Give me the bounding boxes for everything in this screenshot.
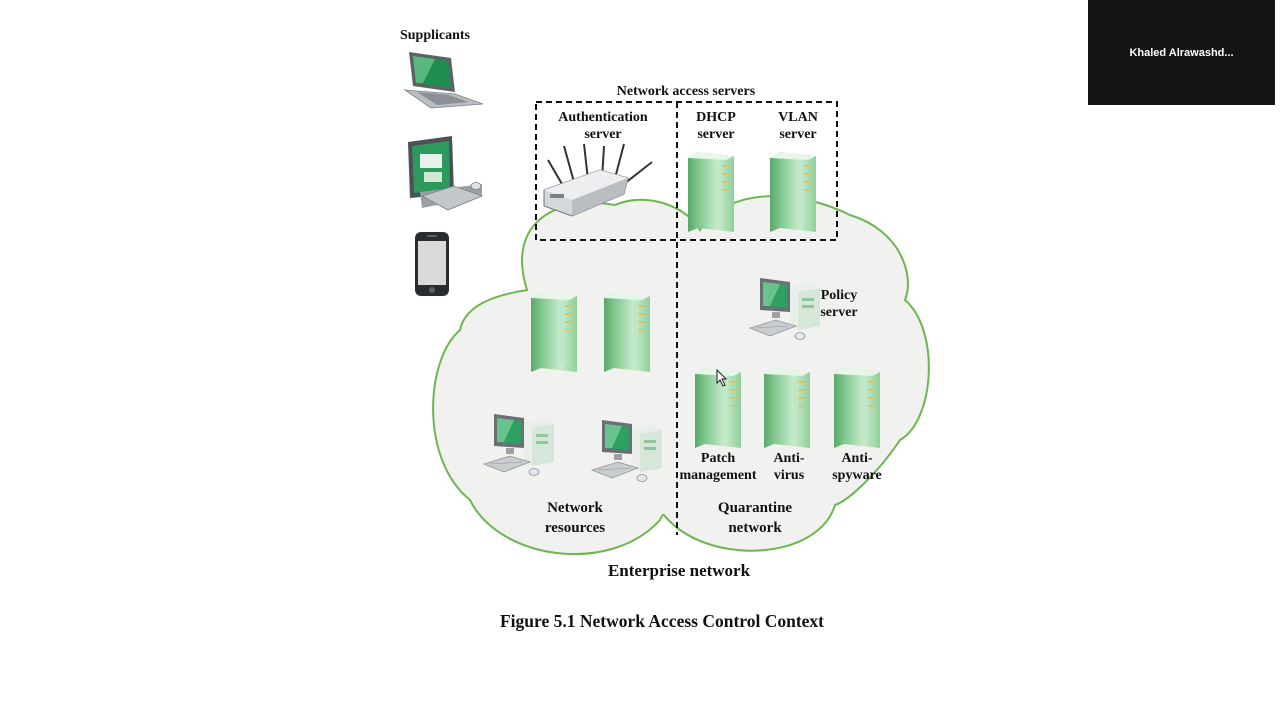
anti-virus-label: Anti- virus xyxy=(773,451,805,483)
server-tower-icon xyxy=(769,151,817,233)
server-tower-icon xyxy=(603,291,651,373)
wireless-router-icon xyxy=(543,143,653,217)
server-tower-icon xyxy=(833,367,881,449)
smartphone-icon xyxy=(415,232,449,296)
quarantine-network-label: Quarantine network xyxy=(717,500,793,536)
participant-name: Khaled Alrawashd... xyxy=(1129,46,1234,59)
dhcp-server-label: DHCP server xyxy=(696,110,736,142)
network-resources-label: Network resources xyxy=(544,500,606,536)
supplicants-label: Supplicants xyxy=(399,28,471,43)
anti-spyware-label: Anti- spyware xyxy=(832,451,882,483)
server-tower-icon xyxy=(763,367,811,449)
authentication-server-label: Authentication server xyxy=(558,110,648,142)
participant-video-tile[interactable]: Khaled Alrawashd... xyxy=(1088,0,1275,105)
policy-server-label: Policy server xyxy=(820,288,858,320)
network-access-servers-box xyxy=(535,101,838,241)
server-tower-icon xyxy=(530,291,578,373)
mouse-cursor-icon xyxy=(716,369,728,387)
patch-management-label: Patch management xyxy=(679,451,757,483)
server-tower-icon xyxy=(687,151,735,233)
laptop-icon xyxy=(403,52,484,109)
figure-caption: Figure 5.1 Network Access Control Contex… xyxy=(499,611,825,631)
network-access-servers-label: Network access servers xyxy=(616,84,756,99)
enterprise-network-label: Enterprise network xyxy=(607,561,751,580)
vlan-server-label: VLAN server xyxy=(778,110,818,142)
desktop-computer-icon xyxy=(408,136,484,211)
